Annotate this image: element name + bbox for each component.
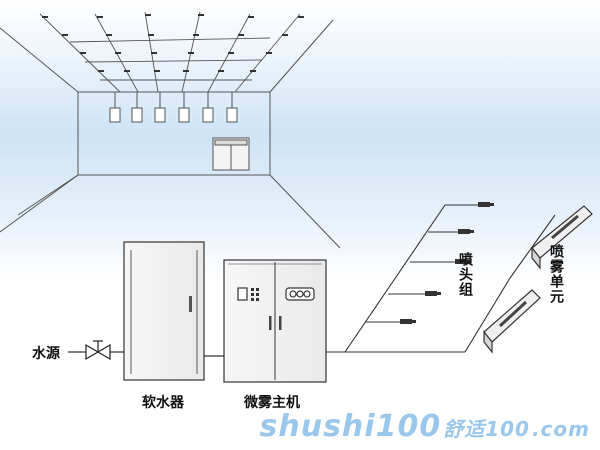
room-perspective — [0, 19, 341, 249]
spray-unit-lower — [483, 289, 541, 354]
outlet-pipe-network — [326, 204, 556, 353]
ceiling-nozzles — [42, 14, 304, 72]
spray-unit-label: 喷雾单元 — [548, 244, 564, 304]
watermark-cn: 舒适100 — [443, 417, 530, 441]
room-main-unit-small — [212, 137, 250, 171]
main-unit-label: 微雾主机 — [244, 395, 300, 411]
water-softener-cabinet — [123, 241, 205, 381]
watermark-latin: shushi100 — [259, 409, 442, 444]
nozzle-group-icons — [400, 202, 494, 324]
softener-label: 软水器 — [142, 395, 184, 411]
watermark-domain: .com — [531, 417, 590, 441]
mist-main-unit-cabinet — [223, 259, 327, 383]
wall-spray-units — [109, 92, 238, 123]
valve-icon — [85, 340, 111, 361]
spray-unit-upper — [531, 205, 593, 270]
nozzle-group-label: 喷头组 — [457, 252, 473, 297]
water-source-label: 水源 — [32, 346, 60, 362]
